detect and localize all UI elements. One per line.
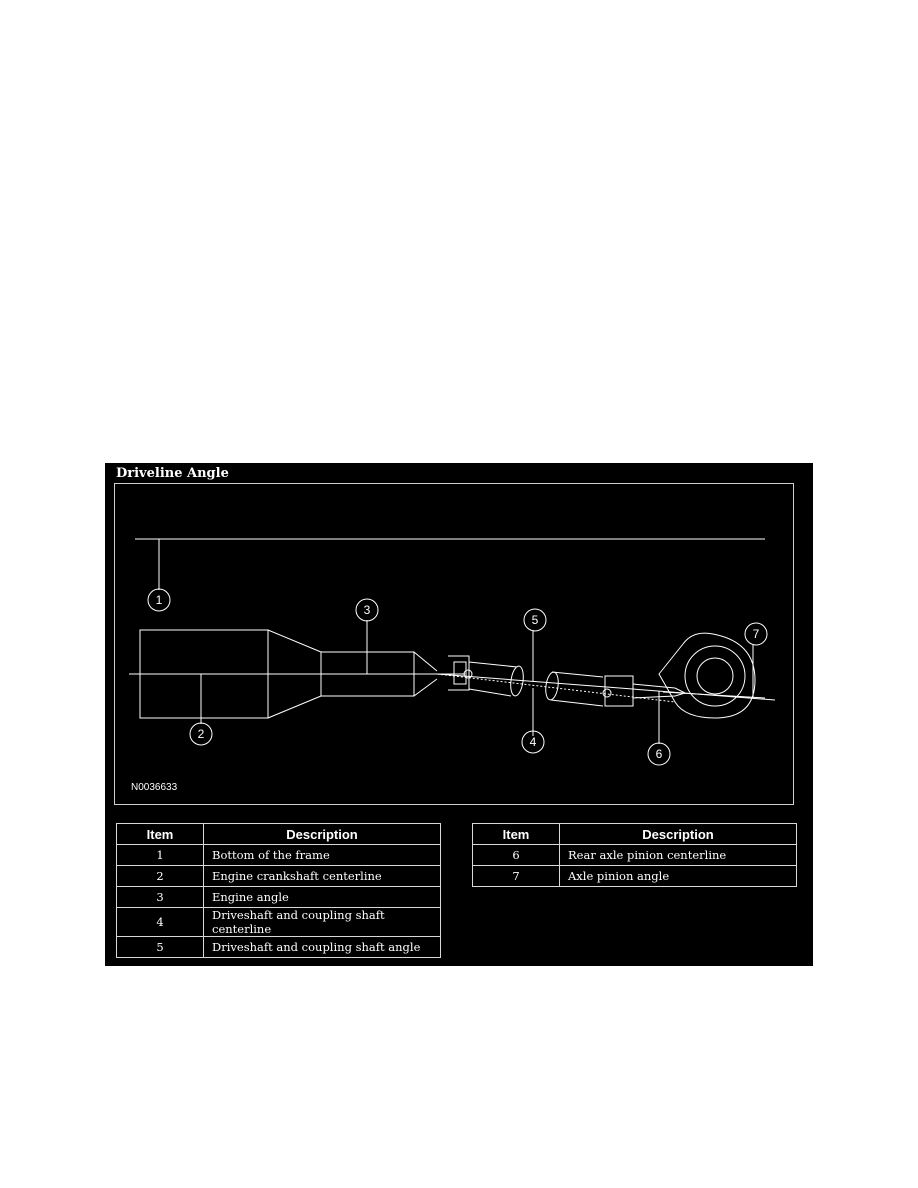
item-description: Driveshaft and coupling shaft centerline	[203, 907, 441, 937]
figure-code: N0036633	[131, 782, 178, 793]
transmission-taper-bottom	[267, 695, 322, 719]
table-row: 2 Engine crankshaft centerline	[116, 865, 441, 887]
shaft-rear-end	[545, 671, 559, 701]
item-number: 7	[472, 865, 560, 887]
front-yoke-inner	[453, 661, 467, 685]
legend-table-right: Item Description 6 Rear axle pinion cent…	[472, 823, 797, 887]
item-number: 6	[472, 844, 560, 866]
illustration-frame: 1 2 3 4 5 6 7 N0036633	[114, 483, 794, 805]
table-row: 6 Rear axle pinion centerline	[472, 844, 797, 866]
rear-yoke	[604, 675, 634, 707]
callout-3-circle	[355, 598, 379, 622]
callout-4-circle	[521, 730, 545, 754]
rear-joint-pin	[602, 688, 612, 698]
callout-3-label: 3	[364, 603, 371, 617]
item-description: Axle pinion angle	[559, 865, 797, 887]
item-description: Engine crankshaft centerline	[203, 865, 441, 887]
front-yoke	[448, 655, 470, 691]
front-joint-pin	[463, 669, 473, 679]
axle-ring-inner	[696, 657, 734, 695]
axle-pinion-line	[662, 691, 766, 699]
figure-title: Driveline Angle	[116, 466, 229, 481]
callout-7-label: 7	[753, 627, 760, 641]
transmission-taper-top	[267, 629, 322, 653]
callout-5-circle	[523, 608, 547, 632]
callout-4-label: 4	[530, 735, 537, 749]
table-row: 1 Bottom of the frame	[116, 844, 441, 866]
description-header: Description	[203, 823, 441, 845]
driveline-illustration: 1 2 3 4 5 6 7 N0036633	[129, 538, 776, 793]
callout-1-label: 1	[156, 593, 163, 607]
item-number: 4	[116, 907, 204, 937]
callout-6-circle	[647, 742, 671, 766]
callout-7-circle	[744, 622, 768, 646]
callout-2-circle	[189, 722, 213, 746]
callout-6-label: 6	[656, 747, 663, 761]
shaft-rear-bottom	[550, 699, 604, 707]
table-row: 3 Engine angle	[116, 886, 441, 908]
item-description: Driveshaft and coupling shaft angle	[203, 936, 441, 958]
shaft-front-bottom	[468, 688, 512, 697]
shaft-rear-top	[551, 671, 604, 678]
item-number: 2	[116, 865, 204, 887]
driveline-angle-figure: Driveline Angle	[105, 463, 813, 966]
item-header: Item	[116, 823, 204, 845]
axle-housing	[658, 632, 756, 719]
item-number: 3	[116, 886, 204, 908]
tail-taper-top	[413, 651, 438, 672]
table-row: 4 Driveshaft and coupling shaft centerli…	[116, 907, 441, 937]
description-header: Description	[559, 823, 797, 845]
shaft-front-top	[468, 661, 518, 668]
item-header: Item	[472, 823, 560, 845]
table-row: 7 Axle pinion angle	[472, 865, 797, 887]
legend-table-left: Item Description 1 Bottom of the frame 2…	[116, 823, 441, 958]
callout-2-label: 2	[198, 727, 205, 741]
callout-5-label: 5	[532, 613, 539, 627]
item-number: 5	[116, 936, 204, 958]
item-description: Engine angle	[203, 886, 441, 908]
axle-ring-outer	[684, 645, 746, 707]
item-number: 1	[116, 844, 204, 866]
item-description: Bottom of the frame	[203, 844, 441, 866]
item-description: Rear axle pinion centerline	[559, 844, 797, 866]
tail-taper-bottom	[413, 678, 438, 697]
callout-1-circle	[147, 588, 171, 612]
table-row: 5 Driveshaft and coupling shaft angle	[116, 936, 441, 958]
